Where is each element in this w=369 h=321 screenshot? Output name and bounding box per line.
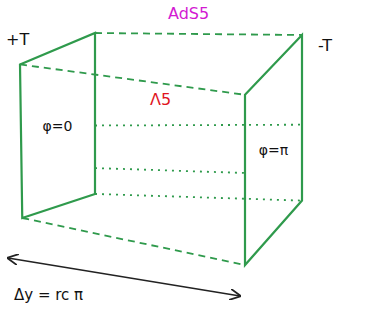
bulk-edge bbox=[95, 168, 245, 173]
bulk-edge bbox=[95, 124, 302, 127]
brane-sheet: φ=0 bbox=[20, 33, 95, 218]
annotation-label: +T bbox=[6, 30, 29, 49]
bulk-edge bbox=[22, 218, 245, 265]
brane-label: φ=0 bbox=[43, 118, 73, 134]
brane-sheet: φ=π bbox=[245, 35, 302, 265]
annotation-label: Δy = rc π bbox=[14, 286, 83, 304]
annotation-label: -T bbox=[318, 36, 332, 55]
bulk-edge bbox=[95, 194, 302, 201]
bulk-edge bbox=[20, 64, 245, 94]
bulk-edge bbox=[95, 33, 302, 35]
annotation-label: Λ5 bbox=[150, 90, 171, 109]
brane-label: φ=π bbox=[259, 142, 288, 158]
annotation-label: AdS5 bbox=[168, 4, 209, 23]
